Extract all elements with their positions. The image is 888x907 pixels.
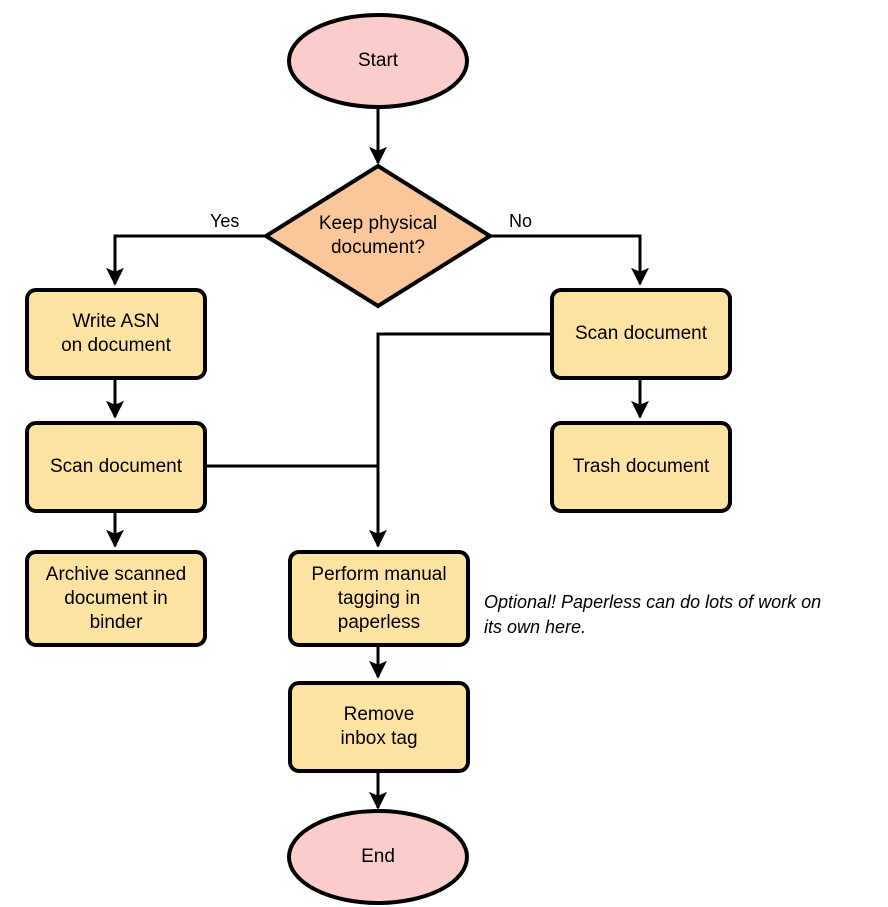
node-archive-scanned-document-in-binder-shape bbox=[25, 550, 207, 647]
node-end-shape bbox=[287, 809, 469, 905]
edge-yes-to-write-asn bbox=[106, 234, 265, 286]
edge-no-to-scan-right bbox=[490, 234, 649, 286]
edge-scan-right-to-manual-tagging bbox=[369, 332, 552, 548]
connector-layer bbox=[106, 105, 649, 810]
node-write-asn-on-document-shape bbox=[25, 288, 207, 380]
edge-label-yes: Yes bbox=[210, 211, 240, 231]
node-scan-document-right-shape bbox=[550, 288, 732, 380]
node-trash-document-shape bbox=[550, 421, 732, 513]
node-keep-physical-document-shape bbox=[262, 163, 494, 309]
optional-note: Optional! Paperless can do lots of work … bbox=[484, 592, 822, 637]
edge-label-no: No bbox=[509, 211, 533, 231]
node-start-shape bbox=[287, 13, 469, 109]
node-remove-inbox-tag-shape bbox=[288, 681, 470, 773]
node-scan-document-left-shape bbox=[25, 421, 207, 513]
node-perform-manual-tagging-in-paperless-shape bbox=[288, 550, 470, 647]
